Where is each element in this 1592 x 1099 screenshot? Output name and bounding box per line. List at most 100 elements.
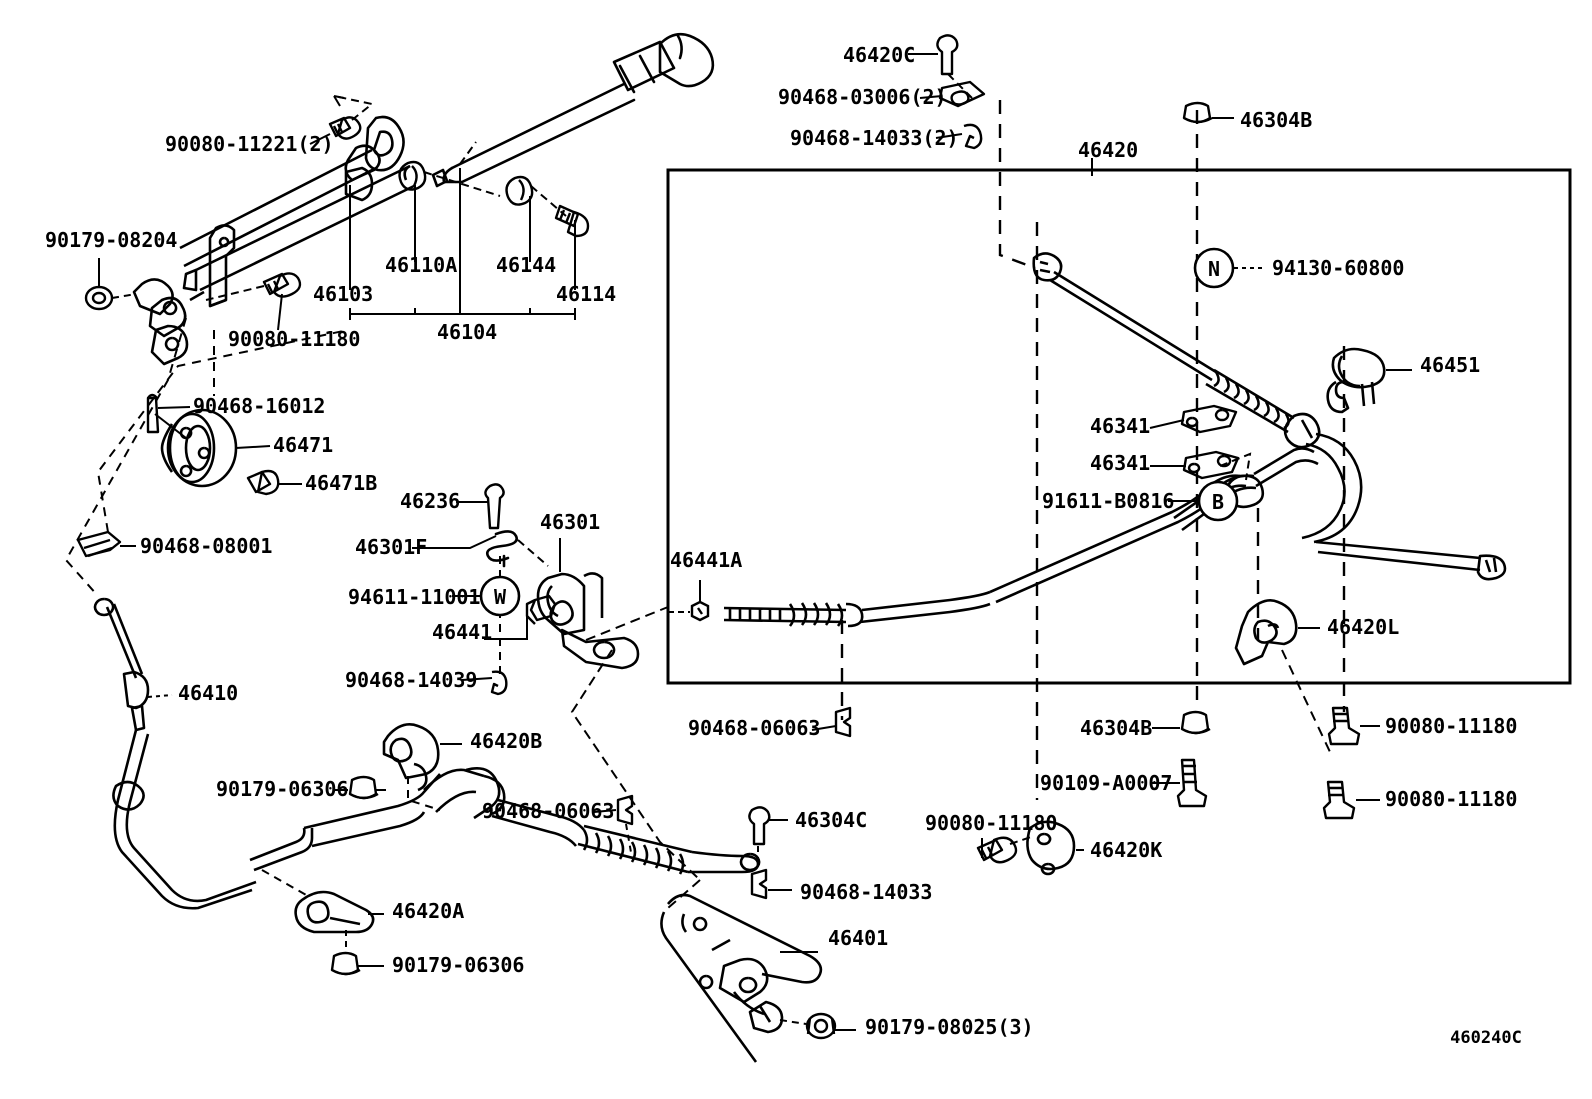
part-label-46144: 46144 (496, 253, 556, 277)
circled-marker-B: B (1197, 480, 1239, 522)
dash-bushings-1 (423, 171, 501, 197)
leader-90468-14039 (461, 677, 493, 681)
leader-90468-16012 (157, 406, 191, 409)
part-90080-11180-r2 (1322, 780, 1356, 820)
part-label-90109-A0007: 90109-A0007 (1040, 771, 1172, 795)
part-46110A (398, 160, 427, 191)
part-46420A (294, 890, 375, 934)
dash-90080-11221 (333, 95, 375, 121)
part-rear-cable (112, 729, 761, 910)
leader-90080-11221 (309, 133, 331, 145)
part-label-46441: 46441 (432, 620, 492, 644)
part-46301-lever (536, 572, 640, 670)
dash-90179-08025 (779, 1019, 807, 1025)
part-46236 (484, 483, 505, 530)
part-46114 (554, 204, 590, 238)
circled-marker-W: W (479, 575, 521, 617)
part-90468-06063-a (834, 706, 852, 738)
dash-90179-08204 (111, 293, 137, 299)
part-label-46420A: 46420A (392, 899, 464, 923)
part-label-90468-16012: 90468-16012 (193, 394, 325, 418)
part-label-46301: 46301 (540, 510, 600, 534)
leader-90468-06063-b (593, 809, 617, 813)
part-90179-06306-b (330, 951, 361, 976)
part-label-90468-14033-top: 90468-14033(2) (790, 126, 959, 150)
dash-lever-to-pedal (570, 649, 701, 881)
diagram-corner-code: 460240C (1450, 1028, 1522, 1048)
dash-46420K (1009, 835, 1035, 845)
part-label-46304B-bottom: 46304B (1080, 716, 1152, 740)
part-90468-06063-b (616, 794, 634, 826)
dash-lever-to-box (585, 606, 669, 641)
dash-46420B (407, 776, 441, 811)
part-label-46301F: 46301F (355, 535, 427, 559)
part-label-90468-03006: 90468-03006(2) (778, 85, 947, 109)
bracket-46103 (344, 115, 405, 202)
part-46420-cable-lower (723, 474, 1265, 628)
dash-46420L (1281, 649, 1331, 753)
circled-marker-N-letter: N (1208, 257, 1220, 281)
part-46420B (382, 723, 440, 792)
part-90080-11180-top (262, 272, 302, 298)
part-46301F-spring (486, 530, 518, 568)
leader-46471 (235, 445, 271, 449)
part-label-94130-60800: 94130-60800 (1272, 256, 1404, 280)
part-label-46471B: 46471B (305, 471, 377, 495)
part-46410-cable (93, 597, 150, 732)
leader-90468-03006 (919, 95, 943, 99)
part-label-90179-08204: 90179-08204 (45, 228, 177, 252)
leader-46441 (484, 616, 528, 640)
part-label-46420: 46420 (1078, 138, 1138, 162)
dash-routing-left (64, 317, 187, 597)
part-label-46110A: 46110A (385, 253, 457, 277)
dash-46420A (261, 869, 309, 897)
part-label-46236: 46236 (400, 489, 460, 513)
leader-90468-06063-a (811, 725, 837, 731)
dash-route-46420C (998, 100, 1036, 270)
dash-bushings-2 (530, 185, 567, 217)
part-label-46341-a: 46341 (1090, 414, 1150, 438)
part-label-90179-08025: 90179-08025(3) (865, 1015, 1034, 1039)
part-90468-14033-bottom (750, 868, 768, 900)
part-46341-b (1182, 450, 1240, 480)
part-label-46420C: 46420C (843, 43, 915, 67)
part-label-90468-06063-a: 90468-06063 (688, 716, 820, 740)
circled-marker-N: N (1193, 247, 1235, 289)
part-label-46441A: 46441A (670, 548, 742, 572)
part-90179-08204 (84, 285, 114, 311)
part-label-90468-14039: 90468-14039 (345, 668, 477, 692)
leader-46410 (147, 694, 173, 698)
part-label-90080-11180-r1: 90080-11180 (1385, 714, 1517, 738)
part-label-90080-11221: 90080-11221(2) (165, 132, 334, 156)
part-label-46420L: 46420L (1327, 615, 1399, 639)
part-label-46471: 46471 (273, 433, 333, 457)
part-label-46341-b: 46341 (1090, 451, 1150, 475)
part-label-90179-06306-a: 90179-06306 (216, 777, 348, 801)
part-label-46103: 46103 (313, 282, 373, 306)
part-label-90080-11180-r2: 90080-11180 (1385, 787, 1517, 811)
part-label-91611-B0816: 91611-B0816 (1042, 489, 1174, 513)
part-46401-pedal (660, 893, 823, 1063)
part-label-46304B-top: 46304B (1240, 108, 1312, 132)
part-label-46420K: 46420K (1090, 838, 1162, 862)
part-46451-clip (1326, 347, 1386, 414)
part-label-46401: 46401 (828, 926, 888, 950)
dash-46401 (667, 879, 701, 909)
leader-90468-14033-top (935, 133, 963, 139)
part-90468-03006 (938, 80, 986, 108)
part-46341-a (1180, 404, 1238, 434)
release-handle-assembly (431, 32, 715, 188)
part-46304B-bottom (1180, 710, 1211, 735)
circled-marker-B-letter: B (1212, 490, 1224, 514)
part-number-labels: 90080-11221(2) 90179-08204 90080-11180 4… (45, 43, 1517, 1039)
part-46144 (505, 175, 534, 206)
part-46420C (936, 34, 959, 76)
part-label-46410: 46410 (178, 681, 238, 705)
dash-90468-06063-b (625, 823, 633, 859)
arrow-90080-11221 (333, 95, 345, 107)
dash-46301F (517, 539, 549, 567)
part-46420-cable-upper (1032, 252, 1321, 449)
part-label-90468-06063-b: 90468-06063 (482, 799, 614, 823)
dash-46341 (1219, 452, 1252, 481)
